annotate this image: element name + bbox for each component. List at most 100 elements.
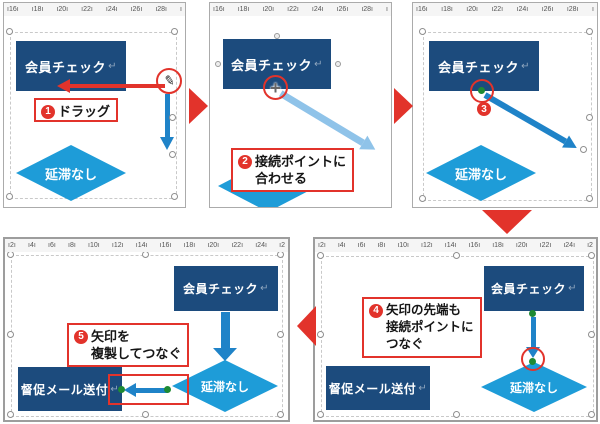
selection-handle[interactable] [277,411,284,418]
selection-handle[interactable] [277,331,284,338]
flow-arrow-right-icon [394,88,413,124]
text-end-mark: ↵ [314,58,323,70]
connection-point[interactable] [164,386,171,393]
selection-handle[interactable] [7,252,14,258]
ruler-tick: ı26ı [541,6,554,13]
ruler-tick: ı10ı [397,242,409,249]
selection-handle[interactable] [586,28,593,35]
selection-frame [10,32,177,199]
text-end-mark: ↵ [418,382,428,394]
ruler-tick: ı20ı [515,242,528,249]
ruler-tick: ı22ı [231,242,244,249]
connection-point[interactable] [529,358,536,365]
selection-handle[interactable] [588,331,595,338]
slide-canvas[interactable]: 会員チェック↵ 3 延滞なし [413,16,597,207]
selection-handle[interactable] [586,195,593,202]
ruler-tick: ı8ı [377,242,386,249]
callout-text: 合わせる [255,171,308,186]
selection-handle[interactable] [6,28,13,35]
text-end-mark: ↵ [260,283,269,294]
ruler-tick: ı26ı [130,6,143,13]
dragging-arrow[interactable] [277,86,380,157]
callout-text: 接続ポイントに [255,154,347,169]
selection-handle[interactable] [586,114,593,121]
shape-handle[interactable] [215,61,221,67]
ruler-tick: ı2 [279,242,285,249]
shape-label: 会員チェック [25,59,107,75]
step-badge: 4 [369,303,383,318]
shape-label: 会員チェック [183,282,259,296]
connection-point[interactable] [478,87,485,94]
selection-handle[interactable] [588,411,595,418]
selection-handle[interactable] [317,331,324,338]
selection-handle[interactable] [419,28,426,35]
ruler-tick: ı20ı [56,6,69,13]
shape-member-check[interactable]: 会員チェック↵ [16,41,126,91]
selection-handle[interactable] [171,28,178,35]
shape-handle[interactable] [335,61,341,67]
ruler-tick: ı18ı [31,6,44,13]
shape-reminder-mail[interactable]: 督促メール送付↵ [18,367,122,411]
ruler-tick: ı14ı [444,242,457,249]
callout-text: つなぐ [386,337,424,351]
connector-endpoint-handle[interactable] [169,151,176,158]
text-end-mark: ↵ [568,283,577,294]
shape-label: 延滞なし [44,166,97,182]
selection-handle[interactable] [453,252,460,259]
ruler-tick: ı24ı [255,242,267,249]
selection-handle[interactable] [6,193,13,200]
selection-handle[interactable] [453,411,460,418]
selection-handle[interactable] [588,252,595,259]
selection-handle[interactable] [7,331,14,338]
ruler-tick: ı20ı [207,242,220,249]
selection-handle[interactable] [317,411,324,418]
shape-label: 督促メール送付 [20,382,109,397]
connector-highlight-box [108,374,189,405]
connection-point[interactable] [529,310,536,317]
connector-endpoint-handle[interactable] [580,146,587,153]
ruler-tick: ı [591,6,594,13]
selection-handle[interactable] [7,411,14,418]
ruler-tick: ı4ı [337,242,346,249]
step-badge: 5 [74,329,88,344]
connector-endpoint-handle[interactable] [169,114,176,121]
selection-handle[interactable] [142,411,149,418]
shape-reminder-mail[interactable]: 督促メール送付↵ [326,366,430,410]
selection-handle[interactable] [317,252,324,259]
selection-handle[interactable] [419,195,426,202]
selection-handle[interactable] [171,193,178,200]
connector-arrow-left[interactable] [124,383,168,397]
selection-handle[interactable] [142,252,149,258]
ruler-tick: ı28ı [155,6,167,13]
shape-handle[interactable] [274,33,280,39]
slide-canvas[interactable]: 会員チェック↵ 延滞なし 督促メール送付↵ 5 [5,252,288,420]
connection-point[interactable] [118,386,125,393]
flow-arrow-left-icon [297,306,316,346]
ruler-tick: ı12ı [421,242,433,249]
connector-arrow-down[interactable] [213,312,237,361]
ruler-tick: ı20ı [262,6,275,13]
step-badge: 2 [238,154,252,169]
connector-arrow-down[interactable] [160,94,175,150]
shape-label: 会員チェック [491,282,567,296]
selection-handle[interactable] [277,252,284,258]
shape-member-check[interactable]: 会員チェック↵ [174,266,278,311]
shape-label: 会員チェック [438,59,520,75]
ruler-tick: ı8ı [68,242,76,249]
ruler-tick: ı22ı [539,242,552,249]
shape-member-check[interactable]: 会員チェック↵ [223,39,331,89]
shape-member-check[interactable]: 会員チェック↵ [484,266,584,311]
